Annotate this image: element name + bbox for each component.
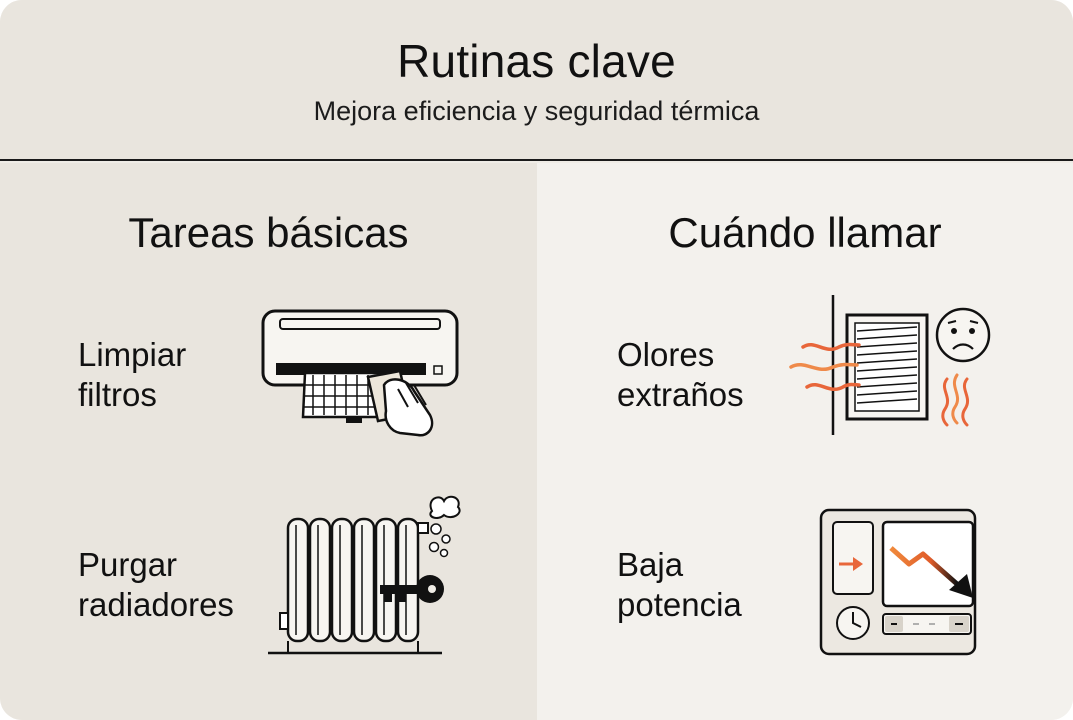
low-power-label-line2: potencia	[617, 586, 742, 623]
page-title: Rutinas clave	[397, 35, 676, 87]
basic-tasks-title: Tareas básicas	[128, 209, 409, 256]
strange-odors-label: Olores extraños	[617, 335, 817, 415]
bleed-radiators-label: Purgar radiadores	[78, 545, 278, 625]
strange-odors-label-line1: Olores	[617, 336, 715, 373]
clean-filters-label-line1: Limpiar	[78, 336, 187, 373]
ac-filter-cleaning-icon	[261, 309, 459, 437]
low-power-label: Baja potencia	[617, 545, 817, 625]
basic-tasks-panel: Tareas básicas Limpiar filtros	[0, 163, 537, 720]
thermostat-declining-power-icon	[819, 508, 977, 656]
page-subtitle: Mejora eficiencia y seguridad térmica	[313, 96, 760, 126]
bleed-radiators-label-line2: radiadores	[78, 586, 234, 623]
clean-filters-label-line2: filtros	[78, 376, 157, 413]
strange-odors-label-line2: extraños	[617, 376, 744, 413]
header: Rutinas clave Mejora eficiencia y seguri…	[0, 0, 1073, 161]
bleed-radiators-label-line1: Purgar	[78, 546, 178, 583]
clean-filters-label: Limpiar filtros	[78, 335, 278, 415]
when-to-call-panel: Cuándo llamar Olores extraños	[537, 163, 1073, 720]
vent-odor-worried-face-icon	[789, 295, 991, 435]
low-power-label-line1: Baja	[617, 546, 684, 583]
when-to-call-title: Cuándo llamar	[668, 209, 942, 256]
radiator-bleed-key-icon	[268, 495, 461, 655]
